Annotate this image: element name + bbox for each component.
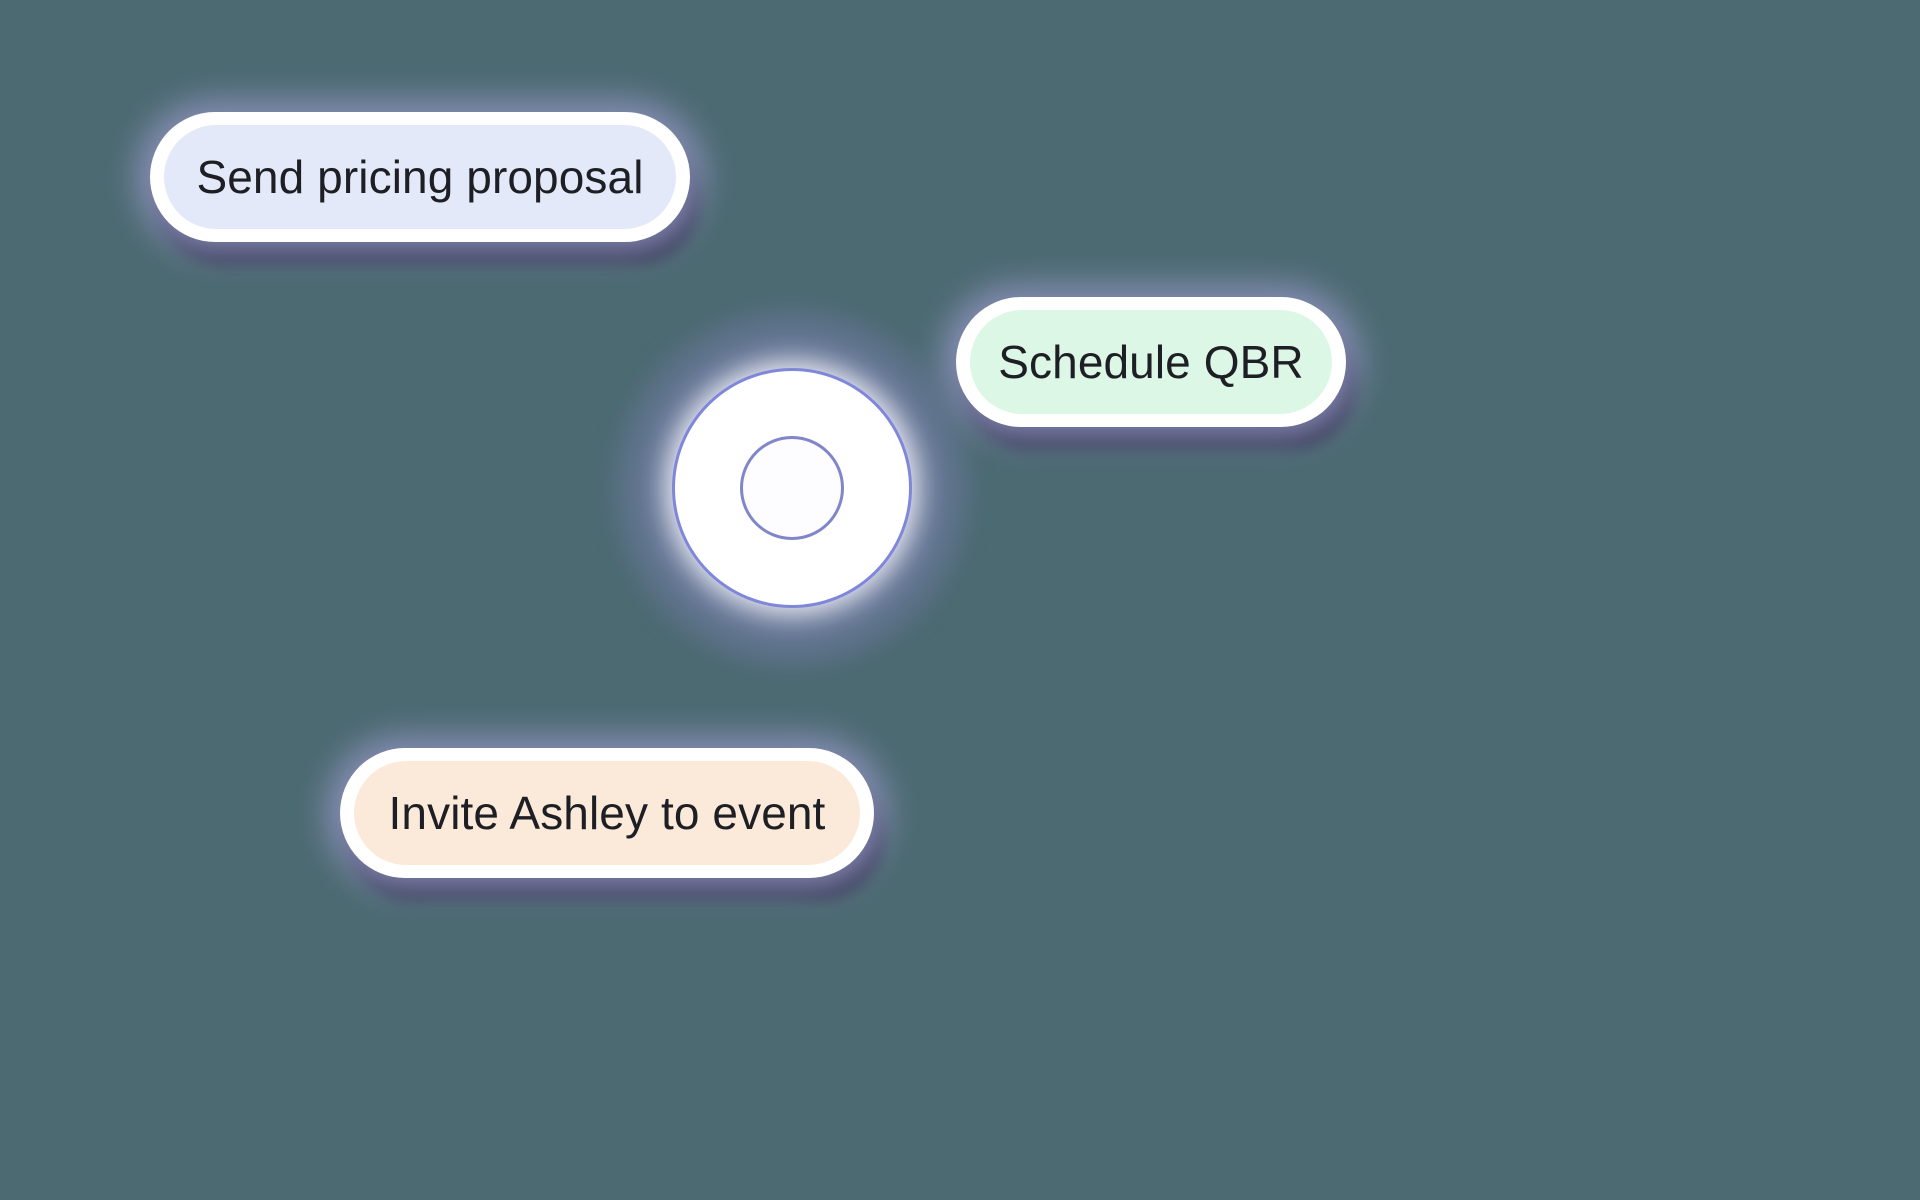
action-pill-invite-ashley-to-event-wrapper: Invite Ashley to event <box>326 736 888 900</box>
action-pill-label: Schedule QBR <box>998 336 1304 388</box>
pill-inner-fill: Invite Ashley to event <box>354 761 860 865</box>
pill-inner-fill: Schedule QBR <box>970 310 1332 414</box>
action-pill-schedule-qbr-wrapper: Schedule QBR <box>942 285 1360 449</box>
hub-inner-ring-icon <box>740 436 844 540</box>
action-hub-node[interactable] <box>672 368 912 608</box>
action-pill-send-pricing-proposal-wrapper: Send pricing proposal <box>136 100 704 264</box>
pill-inner-fill: Send pricing proposal <box>164 125 676 229</box>
action-pill-invite-ashley-to-event[interactable]: Invite Ashley to event <box>340 748 874 878</box>
action-pill-label: Send pricing proposal <box>196 151 644 203</box>
action-hub-node-wrapper <box>610 306 974 670</box>
action-pill-schedule-qbr[interactable]: Schedule QBR <box>956 297 1346 427</box>
action-pill-send-pricing-proposal[interactable]: Send pricing proposal <box>150 112 690 242</box>
action-pill-label: Invite Ashley to event <box>388 787 826 839</box>
